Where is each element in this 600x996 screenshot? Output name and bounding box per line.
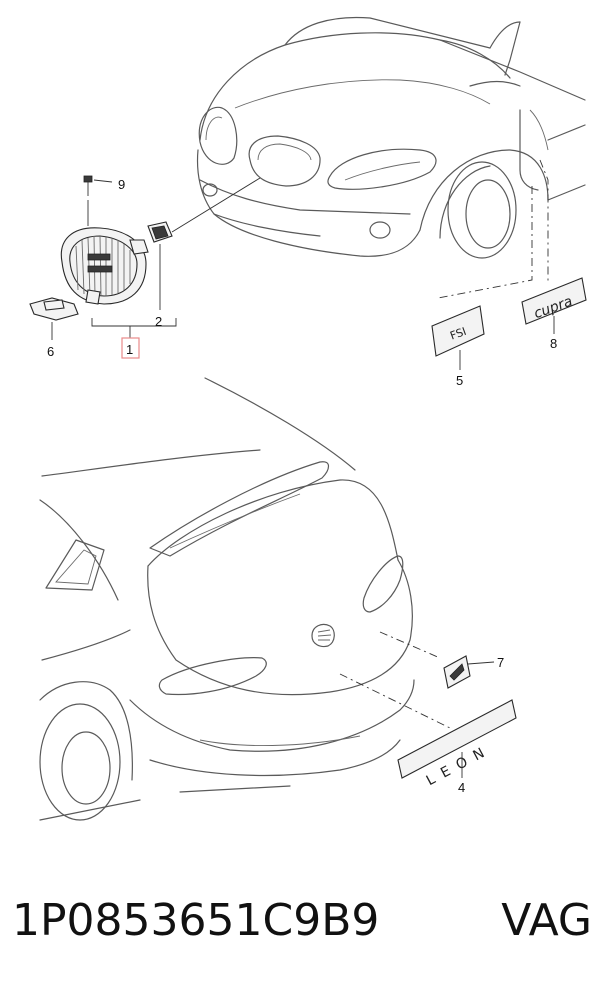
callout-9: 9 xyxy=(118,177,125,192)
callout-7: 7 xyxy=(497,655,504,670)
brand-label: VAG xyxy=(501,894,592,946)
callout-1: 1 xyxy=(126,342,133,357)
callout-2: 2 xyxy=(155,314,162,329)
part1-highlight-box xyxy=(121,337,140,359)
callout-6: 6 xyxy=(47,344,54,359)
callout-5: 5 xyxy=(456,373,463,388)
front-grille-part xyxy=(60,227,149,305)
callout-4: 4 xyxy=(458,780,465,795)
emblem-clip-part xyxy=(147,177,261,310)
rear-car-drawing xyxy=(39,377,415,821)
part-number: 1P0853651C9B9 xyxy=(12,894,380,946)
bracket-part xyxy=(29,297,79,340)
screw-part xyxy=(83,175,113,226)
cupra-badge-part: cupra xyxy=(521,277,587,334)
parts-diagram: FSI cupra xyxy=(29,16,587,821)
front-car-drawing xyxy=(196,16,586,259)
rear-badge-part xyxy=(379,631,495,689)
callout-8: 8 xyxy=(550,336,557,351)
part-number-footer: 1P0853651C9B9 VAG xyxy=(12,880,592,960)
part1-brace xyxy=(91,318,177,338)
fsi-badge-part: FSI xyxy=(431,159,549,370)
fsi-badge-text: FSI xyxy=(448,325,468,343)
leon-lettering-part: L E O N xyxy=(339,673,517,789)
